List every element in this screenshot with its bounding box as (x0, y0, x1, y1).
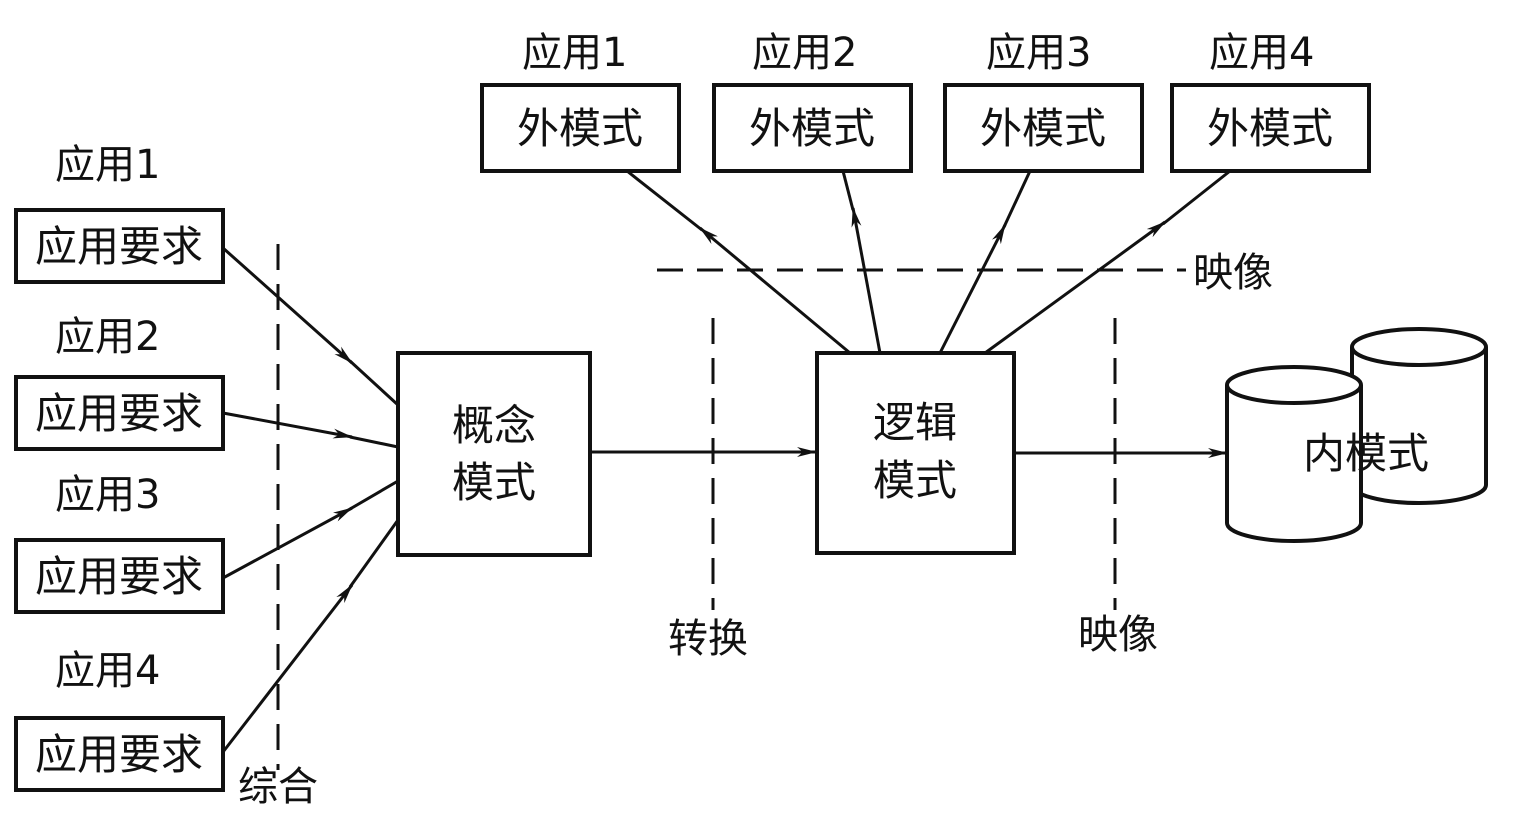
internal-schema-cylinders: 内模式 (1225, 327, 1488, 543)
internal-schema-text: 内模式 (1303, 429, 1429, 478)
requirement-box (14, 375, 225, 451)
mapping-label-bottom: 映像 (1078, 612, 1158, 658)
arrow-logical-to-external-3 (938, 224, 1007, 354)
conversion-label: 转换 (668, 616, 748, 662)
top-app-group-1: 应用1 外模式 (480, 30, 681, 173)
external-schema-box (712, 83, 913, 173)
external-schema-box (480, 83, 681, 173)
logical-model-line1: 逻辑 (873, 398, 957, 447)
requirement-box-text: 应用要求 (35, 552, 203, 601)
top-app-label: 应用4 (1209, 30, 1314, 76)
database-cylinder-front (1225, 365, 1363, 543)
arrow-req2-to-conceptual (222, 411, 353, 439)
conceptual-model-box (396, 351, 592, 557)
top-app-group-2: 应用2 外模式 (712, 30, 913, 173)
requirement-box-text: 应用要求 (35, 730, 203, 779)
arrow-req1-to-conceptual (222, 246, 353, 365)
external-schema-text: 外模式 (749, 104, 875, 153)
top-app-label: 应用2 (752, 30, 857, 76)
requirement-box-text: 应用要求 (35, 222, 203, 271)
left-app-group-4: 应用4 应用要求 (14, 648, 225, 792)
logical-model-box (815, 351, 1016, 555)
arrow-external-1-tail (626, 169, 703, 232)
requirement-box (14, 538, 225, 614)
external-schema-arrows (626, 169, 1231, 355)
logical-model-line2: 模式 (873, 456, 957, 505)
conceptual-model-line2: 模式 (452, 458, 536, 507)
left-app-label: 应用1 (55, 142, 160, 188)
left-app-group-1: 应用1 应用要求 (14, 142, 225, 284)
top-app-group-4: 应用4 外模式 (1170, 30, 1371, 173)
requirement-box (14, 208, 225, 284)
database-cylinder-back (1350, 327, 1488, 505)
arrow-req4-to-conceptual (221, 584, 354, 753)
arrow-external-4-tail (1162, 169, 1231, 226)
conceptual-model: 概念 模式 (396, 351, 592, 557)
arrow-req3-to-conceptual (222, 506, 353, 580)
left-app-label: 应用2 (55, 314, 160, 360)
arrow-req4-tail (348, 519, 400, 588)
top-app-label: 应用1 (522, 30, 627, 76)
mapping-label-top: 映像 (1193, 250, 1273, 296)
requirement-box (14, 716, 225, 792)
arrow-req3-tail (349, 479, 399, 511)
conceptual-model-line1: 概念 (452, 401, 536, 450)
arrow-logical-to-external-2 (851, 207, 882, 354)
external-schema-box (1170, 83, 1371, 173)
logical-model: 逻辑 模式 (815, 351, 1016, 555)
requirement-arrows (221, 246, 400, 753)
external-schema-text: 外模式 (1207, 104, 1333, 153)
arrow-logical-to-external-1 (699, 226, 851, 355)
top-app-group-3: 应用3 外模式 (943, 30, 1144, 173)
left-app-label: 应用4 (55, 648, 160, 694)
arrow-req1-tail (348, 359, 400, 407)
left-app-group-2: 应用2 应用要求 (14, 314, 225, 451)
top-app-label: 应用3 (986, 30, 1091, 76)
external-schema-text: 外模式 (517, 104, 643, 153)
left-app-group-3: 应用3 应用要求 (14, 472, 225, 614)
arrow-logical-to-external-4 (984, 220, 1166, 355)
left-app-label: 应用3 (55, 472, 160, 518)
arrow-req2-tail (349, 435, 399, 449)
synthesis-label: 综合 (238, 764, 318, 810)
external-schema-text: 外模式 (980, 104, 1106, 153)
arrow-external-2-tail (841, 170, 855, 211)
requirement-box-text: 应用要求 (35, 389, 203, 438)
arrow-external-3-tail (1002, 170, 1032, 228)
external-schema-box (943, 83, 1144, 173)
